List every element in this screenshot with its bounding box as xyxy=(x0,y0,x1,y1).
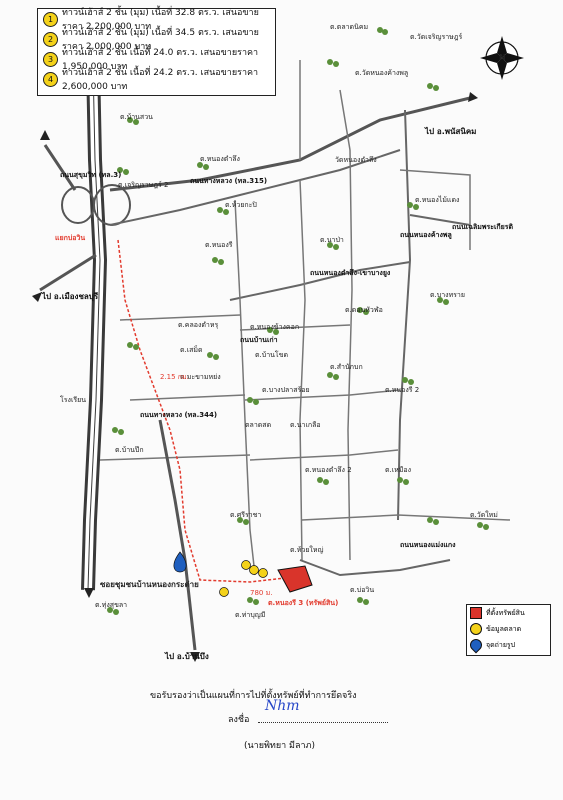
legend-row-4: 4 ทาวน์เฮ้าส์ 2 ชั้น เนื้อที่ 24.2 ตร.ว.… xyxy=(38,68,275,92)
legend-photo: จุดถ่ายรูป xyxy=(467,636,550,654)
label-sukhumvit: ถนนสุขุมวิท (ทล.3) xyxy=(60,171,122,179)
interchange-label: แยกบ่อวิน xyxy=(55,234,86,242)
place-label: ต.ทุ่งสุขลา xyxy=(95,601,128,609)
label-phanatnikhom: ไป อ.พนัสนิคม xyxy=(425,127,477,136)
legend-num-3: 3 xyxy=(43,51,58,67)
legend-market: ข้อมูลตลาด xyxy=(467,621,550,637)
interchange-loop-2 xyxy=(61,186,95,224)
circle-icon xyxy=(470,623,482,635)
subject-label: ต.หนองรี 3 (ทรัพย์สิน) xyxy=(268,599,339,607)
place-label: ต.ท่าบุญมี xyxy=(235,611,266,619)
certify-text: ขอรับรองว่าเป็นแผนที่การไปที่ตั้งทรัพย์ท… xyxy=(150,691,357,701)
school-label: โรงเรียน xyxy=(60,396,86,404)
label-rt315: ถนนทางหลวง (ทล.315) xyxy=(190,177,268,185)
place-label: ต.ศรีราชา xyxy=(230,511,262,519)
place-label: ต.เจริญราษฎร์ 2 xyxy=(118,181,169,189)
square-icon xyxy=(470,607,482,619)
place-label: ต.หนองตำลึง xyxy=(200,155,240,163)
place-label: ต.บ้านสวน xyxy=(120,113,153,121)
place-label: ต.หนองตำลึง 2 xyxy=(305,466,352,474)
place-label: ต.สำนักบก xyxy=(330,363,363,371)
place-label: ต.นาป่า xyxy=(320,236,344,244)
legend-text-2: ทาวน์เฮ้าส์ 2 ชั้น (มุม) เนื้อที่ 34.5 ต… xyxy=(62,28,259,52)
place-label: ต.บ้านโขด xyxy=(255,351,289,359)
place-label: ต.บ้านปึก xyxy=(115,446,144,454)
place-label: ต.บ่อวิน xyxy=(350,586,375,594)
arrow-bottom xyxy=(190,652,200,662)
label-chalerm: ถนนเฉลิมพระเกียรติ xyxy=(452,223,514,231)
place-label: ต.วัดใหม่ xyxy=(470,511,498,519)
sign-label: ลงชื่อ xyxy=(228,715,250,725)
arrow-top-left xyxy=(40,130,50,140)
legend-num-4: 4 xyxy=(43,71,58,87)
legend-text-3: ทาวน์เฮ้าส์ 2 ชั้น เนื้อที่ 24.0 ตร.ว. เ… xyxy=(62,48,259,72)
place-label: ต.หนองข้างคอก xyxy=(250,323,300,331)
road-left-top xyxy=(43,144,77,191)
label-soi: ถนนบ้านเก่า xyxy=(240,336,278,344)
legend-row-3: 3 ทาวน์เฮ้าส์ 2 ชั้น เนื้อที่ 24.0 ตร.ว.… xyxy=(38,48,275,72)
compass xyxy=(480,36,524,80)
legend-market-label: ข้อมูลตลาด xyxy=(486,624,522,633)
place-label: ต.หนองรี 2 xyxy=(385,386,420,394)
place-label: ต.ห้วยกะปิ xyxy=(225,201,257,209)
label-nong-khang: ถนนหนองค้างพลู xyxy=(400,231,452,239)
place-label: ต.เหมือง xyxy=(385,466,412,474)
place-label: ต.ห้วยใหญ่ xyxy=(290,546,324,554)
distance-2: 780 ม. xyxy=(250,589,273,597)
distance-1: 2.15 กม. xyxy=(160,373,189,381)
place-label: ต.คลองตำหรุ xyxy=(178,321,219,329)
place-label: ต.วัดเจริญราษฎร์ xyxy=(410,33,463,41)
place-label: วัดหนองตำลึง xyxy=(335,156,377,164)
market-label: ตลาดสด xyxy=(245,421,272,429)
label-nongmaeng: ถนนหนองแม่งแกง xyxy=(400,541,456,549)
arrow-top-right xyxy=(468,92,478,102)
arrow-left xyxy=(32,292,42,302)
place-label: ต.ตลาดนิคม xyxy=(330,23,369,31)
place-label: ต.บางทราย xyxy=(430,291,465,299)
road-nong-khang xyxy=(397,109,412,521)
label-nongtamlueng: ถนนหนองตำลึง-เขาบางยูง xyxy=(310,269,391,277)
arrow-bottom-left xyxy=(84,588,94,598)
compass-label: N xyxy=(499,53,506,62)
signature: Nhm xyxy=(265,698,300,714)
legend-row-2: 2 ทาวน์เฮ้าส์ 2 ชั้น (มุม) เนื้อที่ 34.5… xyxy=(38,28,275,52)
signer-name: (นายพิทยา มีลาภ) xyxy=(244,741,315,751)
route-path xyxy=(117,239,286,583)
subject-parcel xyxy=(277,565,313,593)
legend-num-2: 2 xyxy=(43,31,58,47)
legend-text-1: ทาวน์เฮ้าส์ 2 ชั้น (มุม) เนื้อที่ 32.8 ต… xyxy=(62,8,259,32)
place-label: ต.นาเกลือ xyxy=(290,421,321,429)
place-label: ต.วัดหนองค้างพลู xyxy=(355,69,409,77)
village-label: ซอยชุมชนบ้านหนองกระต่าย xyxy=(100,580,199,589)
legend-subject: ที่ตั้งทรัพย์สิน xyxy=(467,605,550,621)
label-rt344: ถนนทางหลวง (ทล.344) xyxy=(140,411,218,419)
place-label: ต.หนองรี xyxy=(205,241,233,249)
legend-num-1: 1 xyxy=(43,11,58,27)
map-legend: ที่ตั้งทรัพย์สิน ข้อมูลตลาด จุดถ่ายรูป xyxy=(466,604,551,656)
legend-subject-label: ที่ตั้งทรัพย์สิน xyxy=(486,608,525,617)
place-label: ต.ดอนหัวฬ่อ xyxy=(345,306,383,314)
signature-line xyxy=(258,722,388,723)
road-chalerm xyxy=(409,214,471,226)
comparable-legend: 1 ทาวน์เฮ้าส์ 2 ชั้น (มุม) เนื้อที่ 32.8… xyxy=(37,8,276,96)
legend-row-1: 1 ทาวน์เฮ้าส์ 2 ชั้น (มุม) เนื้อที่ 32.8… xyxy=(38,8,275,32)
road-mueang xyxy=(39,253,97,292)
market-pins xyxy=(219,560,268,597)
photo-point-marker xyxy=(173,551,187,573)
place-label: ต.บางปลาสร้อย xyxy=(262,386,310,394)
road-nongtamlueng xyxy=(229,261,411,301)
label-baan-bueng: ไป อ.บ้านบึง xyxy=(165,652,209,661)
label-mueang: ไป อ.เมืองชลบุรี xyxy=(42,292,99,301)
road-baan-bueng xyxy=(158,419,197,651)
place-label: ต.หนองไม้แดง xyxy=(415,196,460,204)
legend-photo-label: จุดถ่ายรูป xyxy=(486,640,516,649)
legend-text-4: ทาวน์เฮ้าส์ 2 ชั้น เนื้อที่ 24.2 ตร.ว. เ… xyxy=(62,68,259,92)
place-label: ต.มะขามหย่ง xyxy=(180,373,221,381)
place-label: ต.เสม็ด xyxy=(180,346,203,354)
road-phanatnikhom xyxy=(109,96,471,192)
road-nongmaeng xyxy=(299,559,451,577)
drop-icon xyxy=(467,636,485,654)
